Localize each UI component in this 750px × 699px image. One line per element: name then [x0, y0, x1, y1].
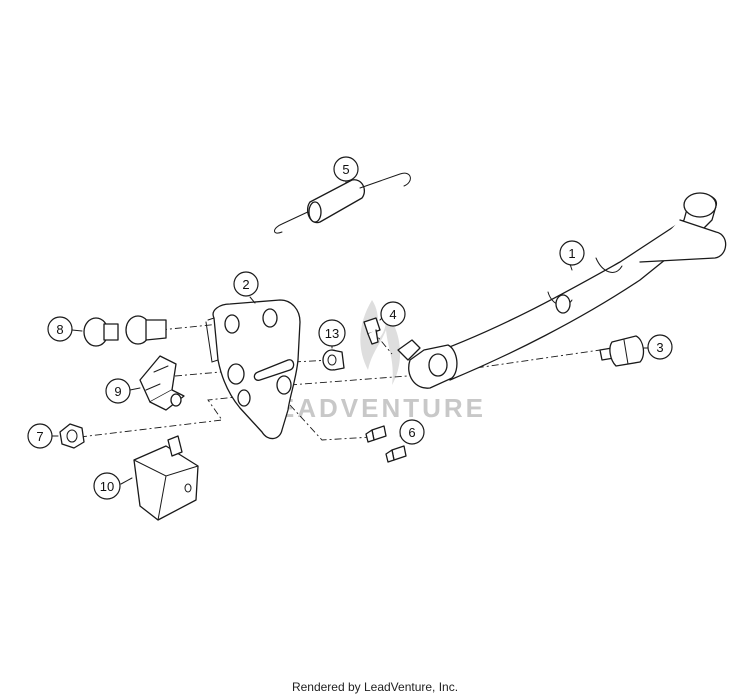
callout-9: 9 [105, 378, 141, 404]
callout-13: 13 [318, 319, 346, 349]
svg-text:8: 8 [56, 322, 63, 337]
footer-credit: Rendered by LeadVenture, Inc. [291, 680, 459, 694]
part-nut [59, 423, 85, 449]
callout-10: 10 [93, 472, 133, 500]
part-bolt [599, 335, 645, 367]
svg-text:3: 3 [656, 340, 663, 355]
svg-text:13: 13 [325, 326, 339, 341]
callout-7: 7 [27, 423, 59, 449]
part-switch-bracket [139, 355, 185, 411]
svg-text:1: 1 [568, 246, 575, 261]
part-spring [274, 172, 411, 234]
callout-4: 4 [379, 301, 406, 327]
watermark-text: LEADVENTURE [258, 393, 486, 423]
svg-text:9: 9 [114, 384, 121, 399]
part-bushing [322, 349, 345, 371]
part-sleeves [83, 315, 167, 347]
callout-3: 3 [643, 334, 673, 360]
svg-text:5: 5 [342, 162, 349, 177]
svg-text:10: 10 [100, 479, 114, 494]
callout-8: 8 [47, 316, 83, 342]
svg-text:4: 4 [389, 307, 396, 322]
svg-text:2: 2 [242, 277, 249, 292]
callout-1: 1 [559, 240, 585, 271]
svg-text:7: 7 [36, 429, 43, 444]
svg-text:6: 6 [408, 425, 415, 440]
callout-5: 5 [333, 156, 359, 184]
part-switch [133, 435, 199, 521]
part-bolts-small [365, 425, 407, 463]
callout-6: 6 [399, 419, 425, 445]
part-side-stand [397, 192, 727, 389]
callout-2: 2 [233, 271, 259, 304]
part-screw-small [363, 317, 381, 345]
part-bracket [205, 299, 301, 440]
